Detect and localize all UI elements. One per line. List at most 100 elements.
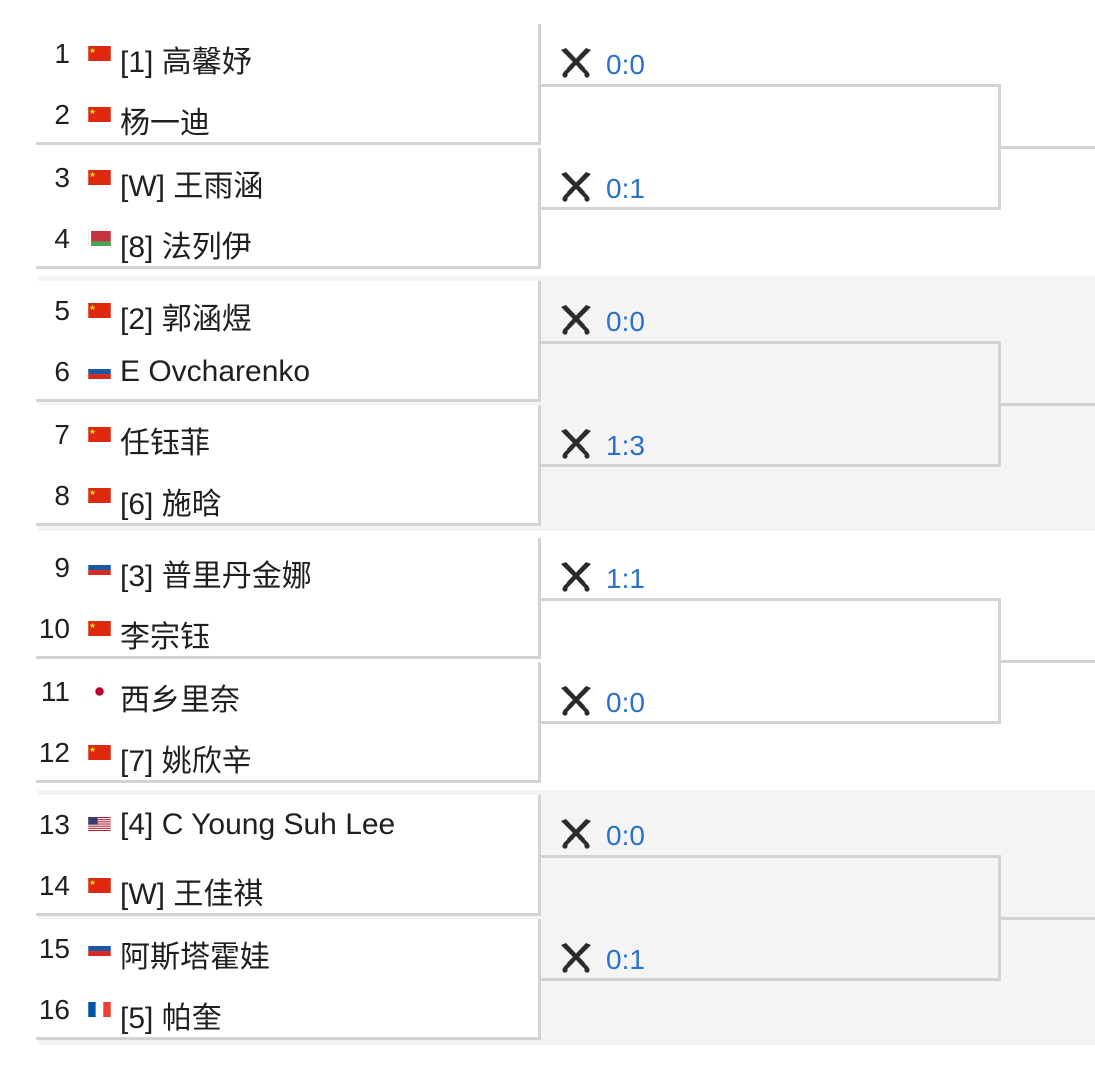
- bracket-connector: [541, 855, 1001, 981]
- crossed-swords-icon: [558, 941, 594, 980]
- player-name[interactable]: 任钰菲: [120, 427, 210, 460]
- bracket-advance-line: [1000, 403, 1095, 406]
- player-row[interactable]: 14 [W] 王佳祺: [36, 856, 538, 917]
- player-row[interactable]: 5 [2] 郭涵煜: [36, 281, 538, 342]
- player-name[interactable]: 李宗钰: [120, 621, 210, 654]
- match-score-link[interactable]: 1:3: [546, 427, 645, 466]
- bracket-connector: [541, 341, 1001, 467]
- player-name[interactable]: [2] 郭涵煜: [120, 303, 252, 336]
- draw-position: 2: [54, 99, 70, 130]
- match-score-link[interactable]: 0:0: [546, 818, 645, 853]
- crossed-swords-icon: [558, 560, 594, 599]
- ru-flag-icon: [88, 364, 111, 379]
- fr-flag-icon: [88, 1002, 111, 1017]
- match-score-link[interactable]: 0:1: [546, 941, 645, 980]
- bracket-connector: [541, 84, 1001, 210]
- player-row[interactable]: 10 李宗钰: [36, 599, 538, 660]
- player-name[interactable]: [5] 帕奎: [120, 1002, 222, 1035]
- draw-position: 11: [40, 676, 70, 707]
- crossed-swords-icon: [558, 46, 594, 85]
- player-name[interactable]: 西乡里奈: [120, 684, 240, 717]
- draw-position: 14: [38, 870, 70, 901]
- match-card: 5 [2] 郭涵煜 6 E Ovcharenko: [36, 281, 541, 402]
- player-name[interactable]: [6] 施晗: [120, 488, 222, 521]
- player-row[interactable]: 6 E Ovcharenko: [36, 342, 538, 403]
- player-name[interactable]: 杨一迪: [120, 107, 210, 140]
- bracket-connector: [541, 598, 1001, 724]
- draw-position: 10: [38, 613, 70, 644]
- match-card: 15 阿斯塔霍娃 16 [5] 帕奎: [36, 919, 541, 1040]
- player-name[interactable]: [1] 高馨妤: [120, 46, 252, 79]
- player-row[interactable]: 9 [3] 普里丹金娜: [36, 538, 538, 599]
- draw-position: 4: [54, 223, 70, 254]
- player-row[interactable]: 1 [1] 高馨妤: [36, 24, 538, 85]
- draw-position: 12: [38, 737, 70, 768]
- player-row[interactable]: 8 [6] 施晗: [36, 466, 538, 527]
- ru-flag-icon: [88, 941, 111, 956]
- match-card: 13 [4] C Young Suh Lee 14 [W] 王佳祺: [36, 795, 541, 916]
- bracket-advance-line: [1000, 146, 1095, 149]
- crossed-swords-icon: [558, 684, 594, 723]
- player-row[interactable]: 13 [4] C Young Suh Lee: [36, 795, 538, 856]
- cn-flag-icon: [88, 878, 111, 893]
- score-text[interactable]: 1:1: [606, 563, 645, 594]
- cn-flag-icon: [88, 427, 111, 442]
- watermark: [800, 1034, 1090, 1060]
- player-row[interactable]: 11 西乡里奈: [36, 662, 538, 723]
- player-name[interactable]: [7] 姚欣辛: [120, 745, 252, 778]
- draw-position: 1: [54, 38, 70, 69]
- player-row[interactable]: 7 任钰菲: [36, 405, 538, 466]
- cn-flag-icon: [88, 107, 111, 122]
- match-score-link[interactable]: 0:0: [546, 303, 645, 342]
- player-name[interactable]: [W] 王雨涵: [120, 170, 264, 203]
- ru-flag-icon: [88, 560, 111, 575]
- player-row[interactable]: 15 阿斯塔霍娃: [36, 919, 538, 980]
- bracket-advance-line: [1000, 917, 1095, 920]
- match-card: 7 任钰菲 8 [6] 施晗: [36, 405, 541, 526]
- cn-flag-icon: [88, 488, 111, 503]
- crossed-swords-icon: [558, 170, 594, 209]
- match-score-link[interactable]: 0:1: [546, 170, 645, 209]
- draw-position: 8: [54, 480, 70, 511]
- draw-position: 15: [38, 933, 70, 964]
- jp-flag-icon: [88, 684, 111, 699]
- player-name[interactable]: [4] C Young Suh Lee: [120, 808, 396, 841]
- player-row[interactable]: 3 [W] 王雨涵: [36, 148, 538, 209]
- match-score-link[interactable]: 1:1: [546, 560, 645, 599]
- score-text[interactable]: 0:0: [606, 820, 645, 851]
- draw-position: 5: [54, 295, 70, 326]
- crossed-swords-icon: [558, 427, 594, 466]
- draw-position: 6: [54, 356, 70, 387]
- bracket-advance-line: [1000, 660, 1095, 663]
- player-row[interactable]: 16 [5] 帕奎: [36, 980, 538, 1041]
- draw-position: 16: [38, 994, 70, 1025]
- player-name[interactable]: [W] 王佳祺: [120, 878, 264, 911]
- cn-flag-icon: [88, 621, 111, 636]
- player-name[interactable]: 阿斯塔霍娃: [120, 941, 270, 974]
- score-text[interactable]: 1:3: [606, 430, 645, 461]
- player-row[interactable]: 12 [7] 姚欣辛: [36, 723, 538, 784]
- match-score-link[interactable]: 0:0: [546, 684, 645, 723]
- crossed-swords-icon: [558, 303, 594, 342]
- player-row[interactable]: 4 [8] 法列伊: [36, 209, 538, 270]
- player-row[interactable]: 2 杨一迪: [36, 85, 538, 146]
- player-name[interactable]: E Ovcharenko: [120, 355, 311, 388]
- match-score-link[interactable]: 0:0: [546, 46, 645, 85]
- score-text[interactable]: 0:1: [606, 944, 645, 975]
- draw-position: 3: [54, 162, 70, 193]
- score-text[interactable]: 0:0: [606, 687, 645, 718]
- by-flag-icon: [88, 231, 111, 246]
- match-card: 1 [1] 高馨妤 2 杨一迪: [36, 24, 541, 145]
- draw-position: 13: [38, 809, 70, 840]
- player-name[interactable]: [8] 法列伊: [120, 231, 252, 264]
- score-text[interactable]: 0:1: [606, 173, 645, 204]
- draw-position: 9: [54, 552, 70, 583]
- draw-position: 7: [54, 419, 70, 450]
- player-name[interactable]: [3] 普里丹金娜: [120, 560, 312, 593]
- us-flag-icon: [88, 817, 111, 832]
- score-text[interactable]: 0:0: [606, 49, 645, 80]
- cn-flag-icon: [88, 745, 111, 760]
- cn-flag-icon: [88, 170, 111, 185]
- cn-flag-icon: [88, 303, 111, 318]
- score-text[interactable]: 0:0: [606, 306, 645, 337]
